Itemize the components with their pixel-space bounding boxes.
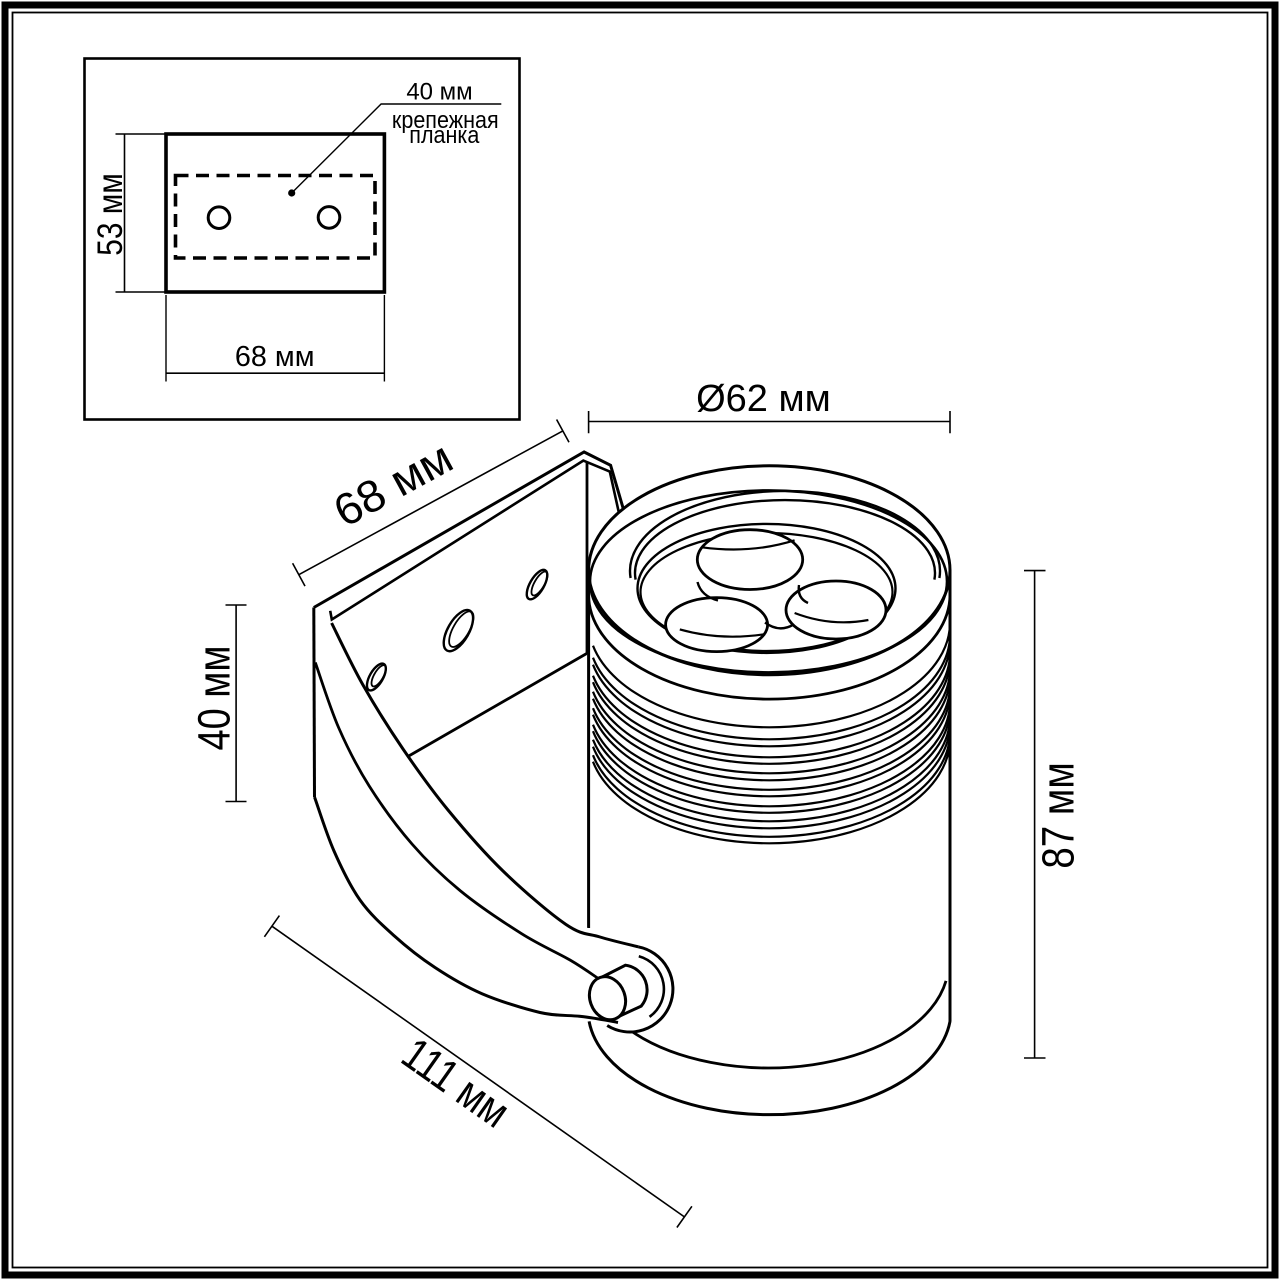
svg-text:68 мм: 68 мм	[235, 341, 315, 373]
svg-text:крепежная: крепежная	[392, 106, 499, 134]
svg-text:53 мм: 53 мм	[90, 173, 130, 255]
svg-text:40 мм: 40 мм	[188, 645, 239, 750]
svg-text:планка: планка	[409, 121, 479, 149]
svg-text:40 мм: 40 мм	[406, 78, 472, 105]
svg-text:Ø62 мм: Ø62 мм	[696, 378, 831, 420]
svg-text:87 мм: 87 мм	[1033, 762, 1084, 868]
